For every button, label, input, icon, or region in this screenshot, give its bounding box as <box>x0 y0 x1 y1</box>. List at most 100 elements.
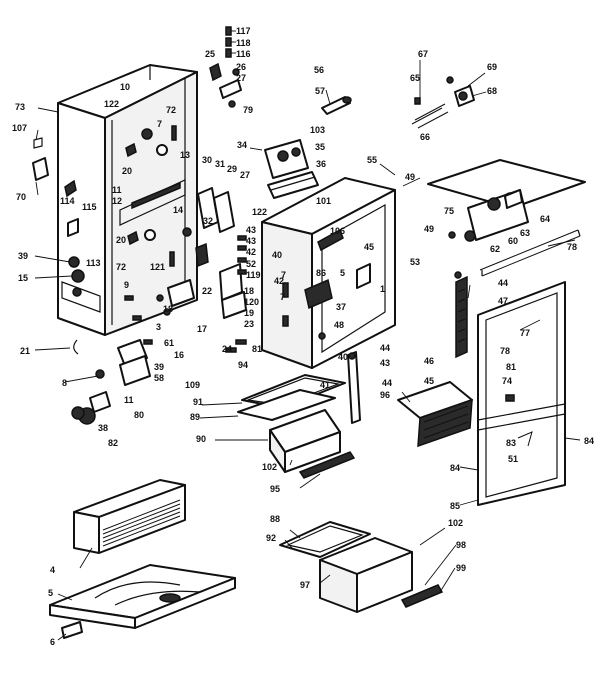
callout-73: 73 <box>15 102 25 112</box>
callout-91: 91 <box>193 397 203 407</box>
callout-61: 61 <box>164 338 174 348</box>
callout-55: 55 <box>367 155 377 165</box>
callout-7: 7 <box>157 119 162 129</box>
callout-74: 74 <box>502 376 512 386</box>
callout-5: 5 <box>340 268 345 278</box>
callout-98: 98 <box>456 540 466 550</box>
callout-78: 78 <box>567 242 577 252</box>
callout-96: 96 <box>380 390 390 400</box>
callout-79: 79 <box>243 105 253 115</box>
callout-121: 121 <box>150 262 165 272</box>
callout-58: 58 <box>154 373 164 383</box>
callout-labels: 117 118 116 25 26 27 79 56 57 67 65 69 6… <box>12 26 594 647</box>
callout-37: 37 <box>336 302 346 312</box>
hinge-pin-56 <box>321 96 352 115</box>
callout-18-b: 18 <box>163 304 173 314</box>
callout-81-b: 81 <box>506 362 516 372</box>
toe-grille <box>73 479 186 554</box>
top-screws <box>209 26 242 108</box>
callout-116: 116 <box>236 49 251 59</box>
callout-84-b: 84 <box>450 463 460 473</box>
callout-9: 9 <box>124 280 129 290</box>
callout-53: 53 <box>410 257 420 267</box>
crisper-cover <box>279 521 371 558</box>
callout-89: 89 <box>190 412 200 422</box>
callout-44-c: 44 <box>382 378 392 388</box>
callout-45: 45 <box>364 242 374 252</box>
callout-34: 34 <box>237 140 247 150</box>
callout-118: 118 <box>236 38 251 48</box>
callout-52: 52 <box>246 259 256 269</box>
callout-102-b: 102 <box>448 518 463 528</box>
callout-72: 72 <box>166 105 176 115</box>
callout-46: 46 <box>424 356 434 366</box>
callout-109: 109 <box>185 380 200 390</box>
callout-47: 47 <box>498 296 508 306</box>
callout-40-b: 40 <box>338 352 348 362</box>
callout-120: 120 <box>244 297 259 307</box>
callout-101: 101 <box>316 196 331 206</box>
center-brackets <box>167 187 247 319</box>
drain-parts <box>71 339 151 425</box>
callout-82: 82 <box>108 438 118 448</box>
callout-20-b: 20 <box>116 235 126 245</box>
callout-84: 84 <box>584 436 594 446</box>
callout-115: 115 <box>82 202 97 212</box>
callout-102: 102 <box>262 462 277 472</box>
callout-19: 19 <box>244 308 254 318</box>
callout-31: 31 <box>215 159 225 169</box>
callout-92: 92 <box>266 533 276 543</box>
callout-57: 57 <box>315 86 325 96</box>
callout-51: 51 <box>508 454 518 464</box>
callout-23: 23 <box>244 319 254 329</box>
callout-18: 18 <box>244 286 254 296</box>
callout-44: 44 <box>498 278 508 288</box>
callout-27: 27 <box>236 73 246 83</box>
callout-29: 29 <box>227 164 237 174</box>
callout-117: 117 <box>236 26 251 36</box>
icemaker-assembly <box>427 159 586 279</box>
callout-56: 56 <box>314 65 324 75</box>
callout-26: 26 <box>236 62 246 72</box>
callout-13: 13 <box>180 150 190 160</box>
callout-113: 113 <box>86 258 101 268</box>
callout-20: 20 <box>122 166 132 176</box>
wire-shelf <box>237 374 346 421</box>
callout-43-c: 43 <box>380 358 390 368</box>
callout-70: 70 <box>16 192 26 202</box>
callout-22: 22 <box>202 286 212 296</box>
callout-7-c: 7 <box>280 292 285 302</box>
callout-86: 86 <box>316 268 326 278</box>
callout-39-b: 39 <box>154 362 164 372</box>
callout-10: 10 <box>120 82 130 92</box>
callout-11-b: 11 <box>124 395 134 405</box>
callout-30: 30 <box>202 155 212 165</box>
callout-15: 15 <box>18 273 28 283</box>
callout-45-b: 45 <box>424 376 434 386</box>
callout-107: 107 <box>12 123 27 133</box>
freezer-liner <box>261 177 396 369</box>
callout-99: 99 <box>456 563 466 573</box>
callout-78-b: 78 <box>500 346 510 356</box>
callout-94: 94 <box>238 360 248 370</box>
callout-63: 63 <box>520 228 530 238</box>
callout-12: 12 <box>112 196 122 206</box>
callout-68: 68 <box>487 86 497 96</box>
callout-49-b: 49 <box>424 224 434 234</box>
callout-21: 21 <box>20 346 30 356</box>
screws-middle <box>124 294 247 353</box>
callout-90: 90 <box>196 434 206 444</box>
callout-60: 60 <box>508 236 518 246</box>
callout-49: 49 <box>405 172 415 182</box>
callout-97: 97 <box>300 580 310 590</box>
shelf-support-parts <box>64 125 192 267</box>
callout-95: 95 <box>270 484 280 494</box>
callout-1: 1 <box>380 284 385 294</box>
callout-77: 77 <box>520 328 530 338</box>
callout-6: 6 <box>50 637 55 647</box>
door-shelf-96 <box>397 381 473 448</box>
callout-43: 43 <box>246 225 256 235</box>
callout-88: 88 <box>270 514 280 524</box>
callout-114: 114 <box>60 196 75 206</box>
callout-106: 106 <box>330 226 345 236</box>
